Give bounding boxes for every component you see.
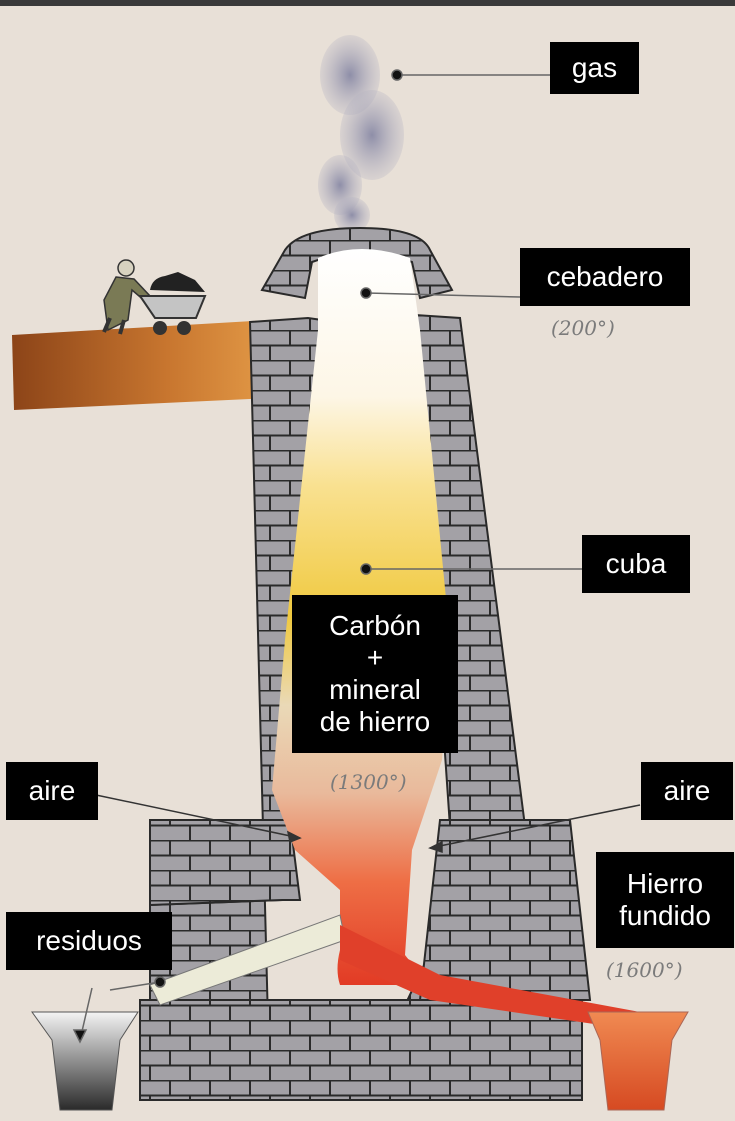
label-charge: Carbón + mineral de hierro bbox=[292, 595, 458, 753]
smoke-plume bbox=[318, 35, 404, 233]
charge-line-3: mineral bbox=[329, 674, 421, 705]
label-aire-left: aire bbox=[6, 762, 98, 820]
iron-pot bbox=[587, 1011, 689, 1111]
air-arrows bbox=[95, 794, 641, 854]
temp-cebadero: (200°) bbox=[551, 316, 615, 340]
iron-channel bbox=[340, 925, 640, 1030]
wheelbarrow-icon bbox=[138, 272, 207, 335]
label-hierro-fundido: Hierro fundido bbox=[596, 852, 734, 948]
leader-lines bbox=[72, 69, 582, 1044]
furnace-body bbox=[139, 313, 592, 1101]
charge-line-1: Carbón bbox=[329, 610, 421, 641]
hierro-line-1: Hierro bbox=[626, 868, 704, 899]
hierro-line-2: fundido bbox=[619, 900, 711, 931]
label-cuba: cuba bbox=[582, 535, 690, 593]
label-cebadero: cebadero bbox=[520, 248, 690, 306]
slag-pot bbox=[31, 1011, 139, 1111]
label-aire-right: aire bbox=[641, 762, 733, 820]
top-border bbox=[0, 0, 735, 6]
ground-ramp bbox=[12, 320, 272, 410]
charge-line-4: de hierro bbox=[319, 706, 431, 737]
label-residuos: residuos bbox=[6, 912, 172, 970]
temp-middle: (1300°) bbox=[330, 770, 407, 794]
charge-line-2: + bbox=[366, 642, 384, 673]
temp-hierro: (1600°) bbox=[606, 958, 683, 982]
worker-icon bbox=[102, 259, 151, 335]
label-gas: gas bbox=[550, 42, 639, 94]
